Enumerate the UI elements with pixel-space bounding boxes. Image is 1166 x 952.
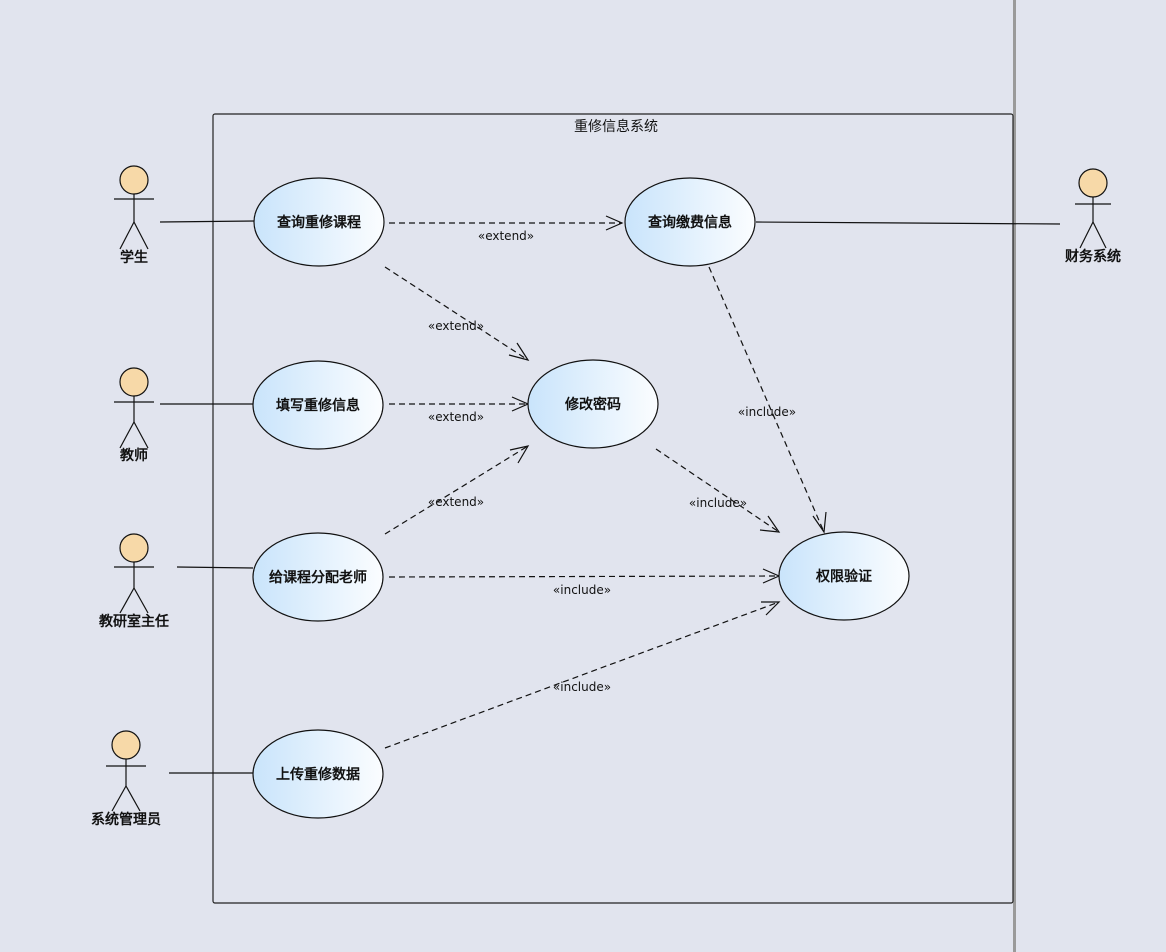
usecase-change-password[interactable]: 修改密码 <box>527 359 659 449</box>
usecase-upload[interactable]: 上传重修数据 <box>252 729 384 819</box>
usecase-query-fee[interactable]: 查询缴费信息 <box>624 177 756 267</box>
usecase-label: 查询重修课程 <box>277 214 361 231</box>
actor-teacher[interactable]: 教师 <box>114 367 154 464</box>
actor-admin[interactable]: 系统管理员 <box>91 730 161 828</box>
label-include-4: «include» <box>553 680 611 694</box>
actor-label: 教师 <box>120 447 148 464</box>
actor-student[interactable]: 学生 <box>114 165 154 266</box>
system-title: 重修信息系统 <box>574 118 658 135</box>
system-boundary[interactable]: 重修信息系统 <box>212 113 1014 904</box>
actor-label: 系统管理员 <box>91 811 161 828</box>
label-include-1: «include» <box>738 405 796 419</box>
usecase-fill-info[interactable]: 填写重修信息 <box>252 360 384 450</box>
usecase-label: 填写重修信息 <box>276 397 360 414</box>
right-panel <box>1013 0 1166 952</box>
extend-fill-to-pwd[interactable] <box>389 396 530 412</box>
label-include-3: «include» <box>553 583 611 597</box>
include-pwd-to-auth[interactable] <box>655 448 781 533</box>
usecase-query-course[interactable]: 查询重修课程 <box>253 177 385 267</box>
include-upload-to-auth[interactable] <box>384 601 781 749</box>
extend-query-course-to-fee[interactable] <box>389 215 624 231</box>
assoc-fee-finance[interactable] <box>755 221 1061 225</box>
label-extend-3: «extend» <box>428 410 484 424</box>
actor-finance-system[interactable]: 财务系统 <box>1064 168 1121 265</box>
usecase-auth[interactable]: 权限验证 <box>778 531 910 621</box>
include-fee-to-auth[interactable] <box>708 266 827 534</box>
usecase-label: 上传重修数据 <box>276 766 360 783</box>
assoc-director-assign[interactable] <box>176 566 254 569</box>
label-extend-1: «extend» <box>478 229 534 243</box>
usecase-label: 查询缴费信息 <box>648 214 732 231</box>
actor-label: 教研室主任 <box>99 613 169 630</box>
extend-assign-to-pwd[interactable] <box>384 445 530 535</box>
usecase-assign-teacher[interactable]: 给课程分配老师 <box>252 532 384 622</box>
actor-label: 财务系统 <box>1064 248 1121 265</box>
label-extend-4: «extend» <box>428 495 484 509</box>
label-include-2: «include» <box>689 496 747 510</box>
extend-query-course-to-pwd[interactable] <box>384 266 530 361</box>
usecase-label: 权限验证 <box>815 568 872 585</box>
actor-label: 学生 <box>120 249 148 266</box>
usecase-label: 修改密码 <box>564 396 621 413</box>
usecase-label: 给课程分配老师 <box>269 569 367 586</box>
label-extend-2: «extend» <box>428 319 484 333</box>
actor-director[interactable]: 教研室主任 <box>99 533 169 630</box>
include-assign-to-auth[interactable] <box>388 568 781 584</box>
assoc-student-query-course[interactable] <box>159 220 256 223</box>
